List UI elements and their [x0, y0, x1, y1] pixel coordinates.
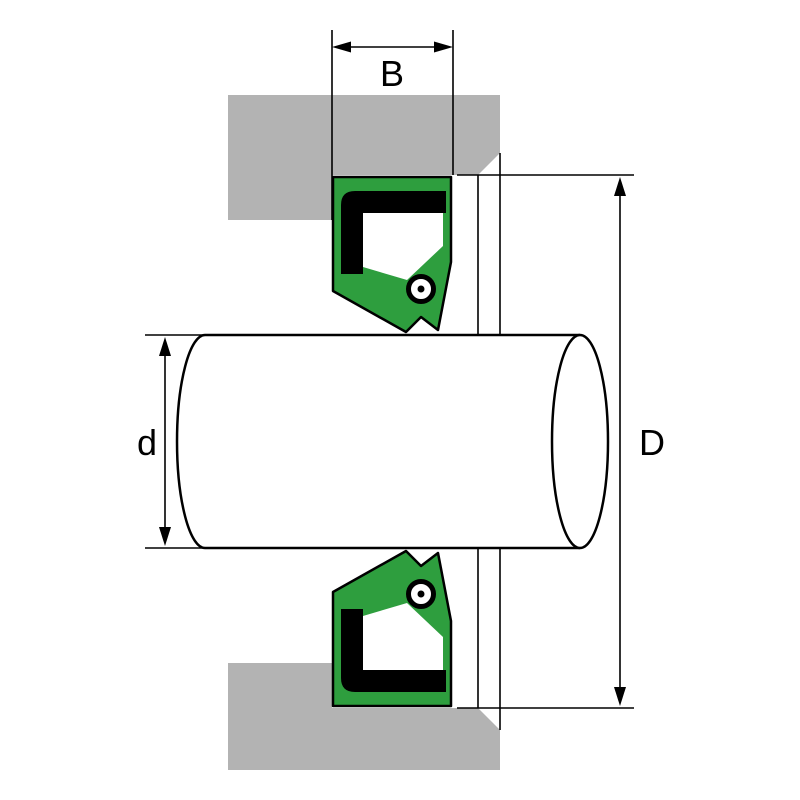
housing-top — [228, 95, 500, 220]
seal-top-spring-center-dot-icon — [417, 285, 425, 293]
shaft-left-end-arc — [175, 333, 206, 550]
b-arrowhead-left-icon — [332, 41, 351, 53]
d-outer-arrowhead-bottom-icon — [614, 687, 626, 706]
b-arrowhead-right-icon — [434, 41, 453, 53]
housing-bottom — [228, 663, 500, 770]
shaft-right-end-ellipse — [550, 333, 610, 550]
d-shaft-arrowhead-bottom-icon — [159, 527, 171, 546]
b-dimension-label: B — [380, 53, 404, 94]
seal-bottom-spring-center-dot-icon — [417, 590, 425, 598]
seal-top-metal-insert — [341, 191, 446, 274]
d-outer-arrowhead-top-icon — [614, 177, 626, 196]
d-shaft-arrowhead-top-icon — [159, 337, 171, 356]
seal-bottom-metal-insert — [341, 609, 446, 692]
d-shaft-dimension-label: d — [137, 422, 157, 463]
shaft-body — [205, 335, 580, 548]
shaft — [175, 333, 610, 550]
d-outer-dimension-label: D — [639, 422, 665, 463]
seal-top-cavity — [363, 213, 443, 280]
shaft-left-cap-fill — [177, 335, 205, 548]
seal-top — [331, 175, 453, 334]
seal-bottom — [331, 549, 453, 708]
seal-bottom-cavity — [363, 603, 443, 670]
